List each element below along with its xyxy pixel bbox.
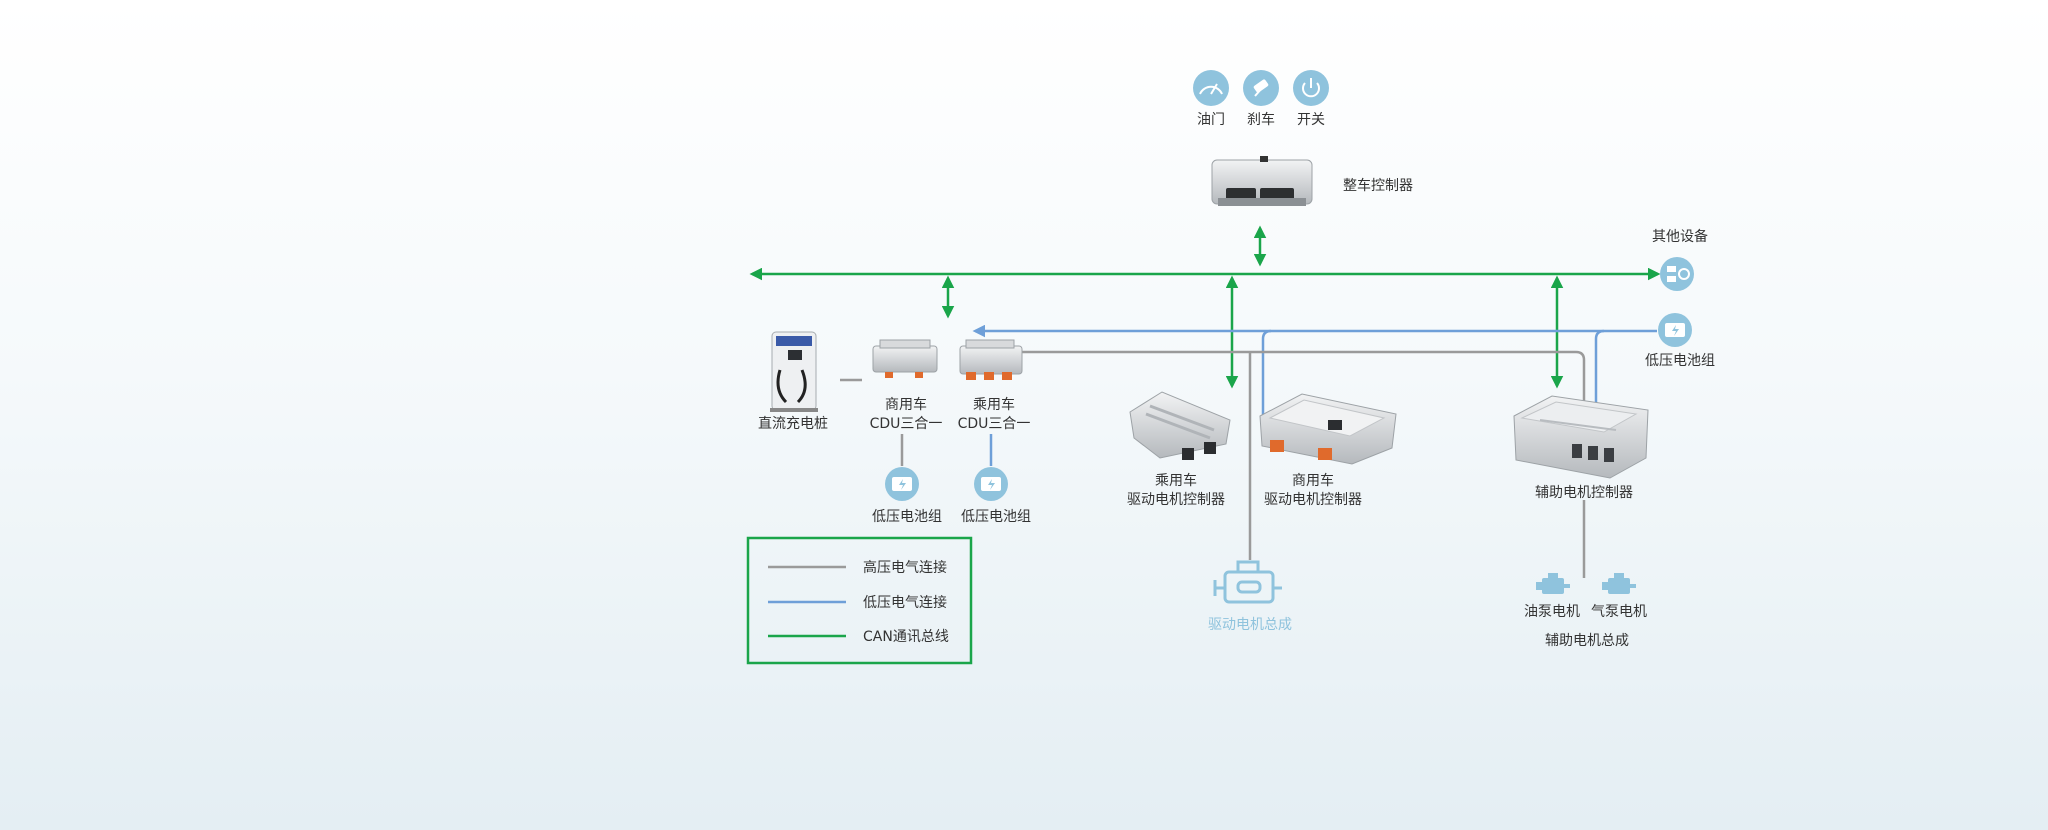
dc-charger-device [770, 331, 818, 412]
input-brake: 刹车 [1243, 70, 1279, 128]
mcu-passenger-device [1129, 391, 1231, 460]
other-devices-icon [1660, 257, 1694, 291]
mcu-commercial-label-1: 商用车 [1292, 472, 1334, 489]
mcu-passenger-label-1: 乘用车 [1155, 472, 1197, 489]
other-devices-label: 其他设备 [1652, 228, 1708, 245]
lv-battery-right-label: 低压电池组 [1645, 353, 1715, 369]
cdu-passenger-label-2: CDU三合一 [958, 416, 1031, 432]
oil-pump-label: 油泵电机 [1524, 604, 1580, 620]
input-switch-label: 开关 [1297, 112, 1325, 128]
gauge-icon [1193, 70, 1229, 106]
input-brake-label: 刹车 [1247, 111, 1275, 128]
aux-controller-label: 辅助电机控制器 [1535, 485, 1633, 501]
hv-line-main [1018, 350, 1586, 418]
mcu-commercial-device [1259, 393, 1397, 465]
input-switch: 开关 [1293, 70, 1329, 128]
drive-motor-label: 驱动电机总成 [1208, 617, 1292, 633]
legend: 高压电气连接 低压电气连接 CAN通讯总线 [746, 536, 973, 665]
drive-motor-icon [1213, 560, 1282, 604]
lv-battery-2-label: 低压电池组 [961, 509, 1031, 525]
cdu-passenger-label-1: 乘用车 [973, 396, 1015, 413]
air-pump-label: 气泵电机 [1591, 604, 1647, 620]
vcu-device [1211, 156, 1313, 206]
aux-assembly-label: 辅助电机总成 [1545, 633, 1629, 649]
air-pump-motor-icon [1602, 573, 1636, 594]
legend-frame [746, 536, 973, 665]
legend-label-lv: 低压电气连接 [863, 594, 947, 611]
lv-battery-1-label: 低压电池组 [872, 509, 942, 525]
cdu-commercial-label-2: CDU三合一 [870, 416, 943, 432]
legend-label-can: CAN通讯总线 [863, 629, 949, 645]
cdu-commercial-label-1: 商用车 [885, 396, 927, 413]
cdu-commercial-device [872, 339, 938, 378]
cdu-passenger-device [959, 339, 1023, 380]
input-throttle: 油门 [1193, 70, 1229, 128]
aux-controller-device [1513, 395, 1649, 479]
dc-charger-label: 直流充电桩 [758, 415, 828, 432]
battery-icon [1658, 313, 1692, 347]
mcu-passenger-label-2: 驱动电机控制器 [1127, 492, 1225, 508]
lv-line-mcu [1261, 329, 1272, 418]
mcu-commercial-label-2: 驱动电机控制器 [1264, 492, 1362, 508]
oil-pump-motor-icon [1536, 573, 1570, 594]
vcu-label: 整车控制器 [1343, 177, 1413, 194]
legend-label-hv: 高压电气连接 [863, 559, 947, 576]
battery-icon [974, 467, 1008, 501]
lv-line-aux [1594, 329, 1605, 418]
input-throttle-label: 油门 [1197, 112, 1225, 128]
battery-icon [885, 467, 919, 501]
